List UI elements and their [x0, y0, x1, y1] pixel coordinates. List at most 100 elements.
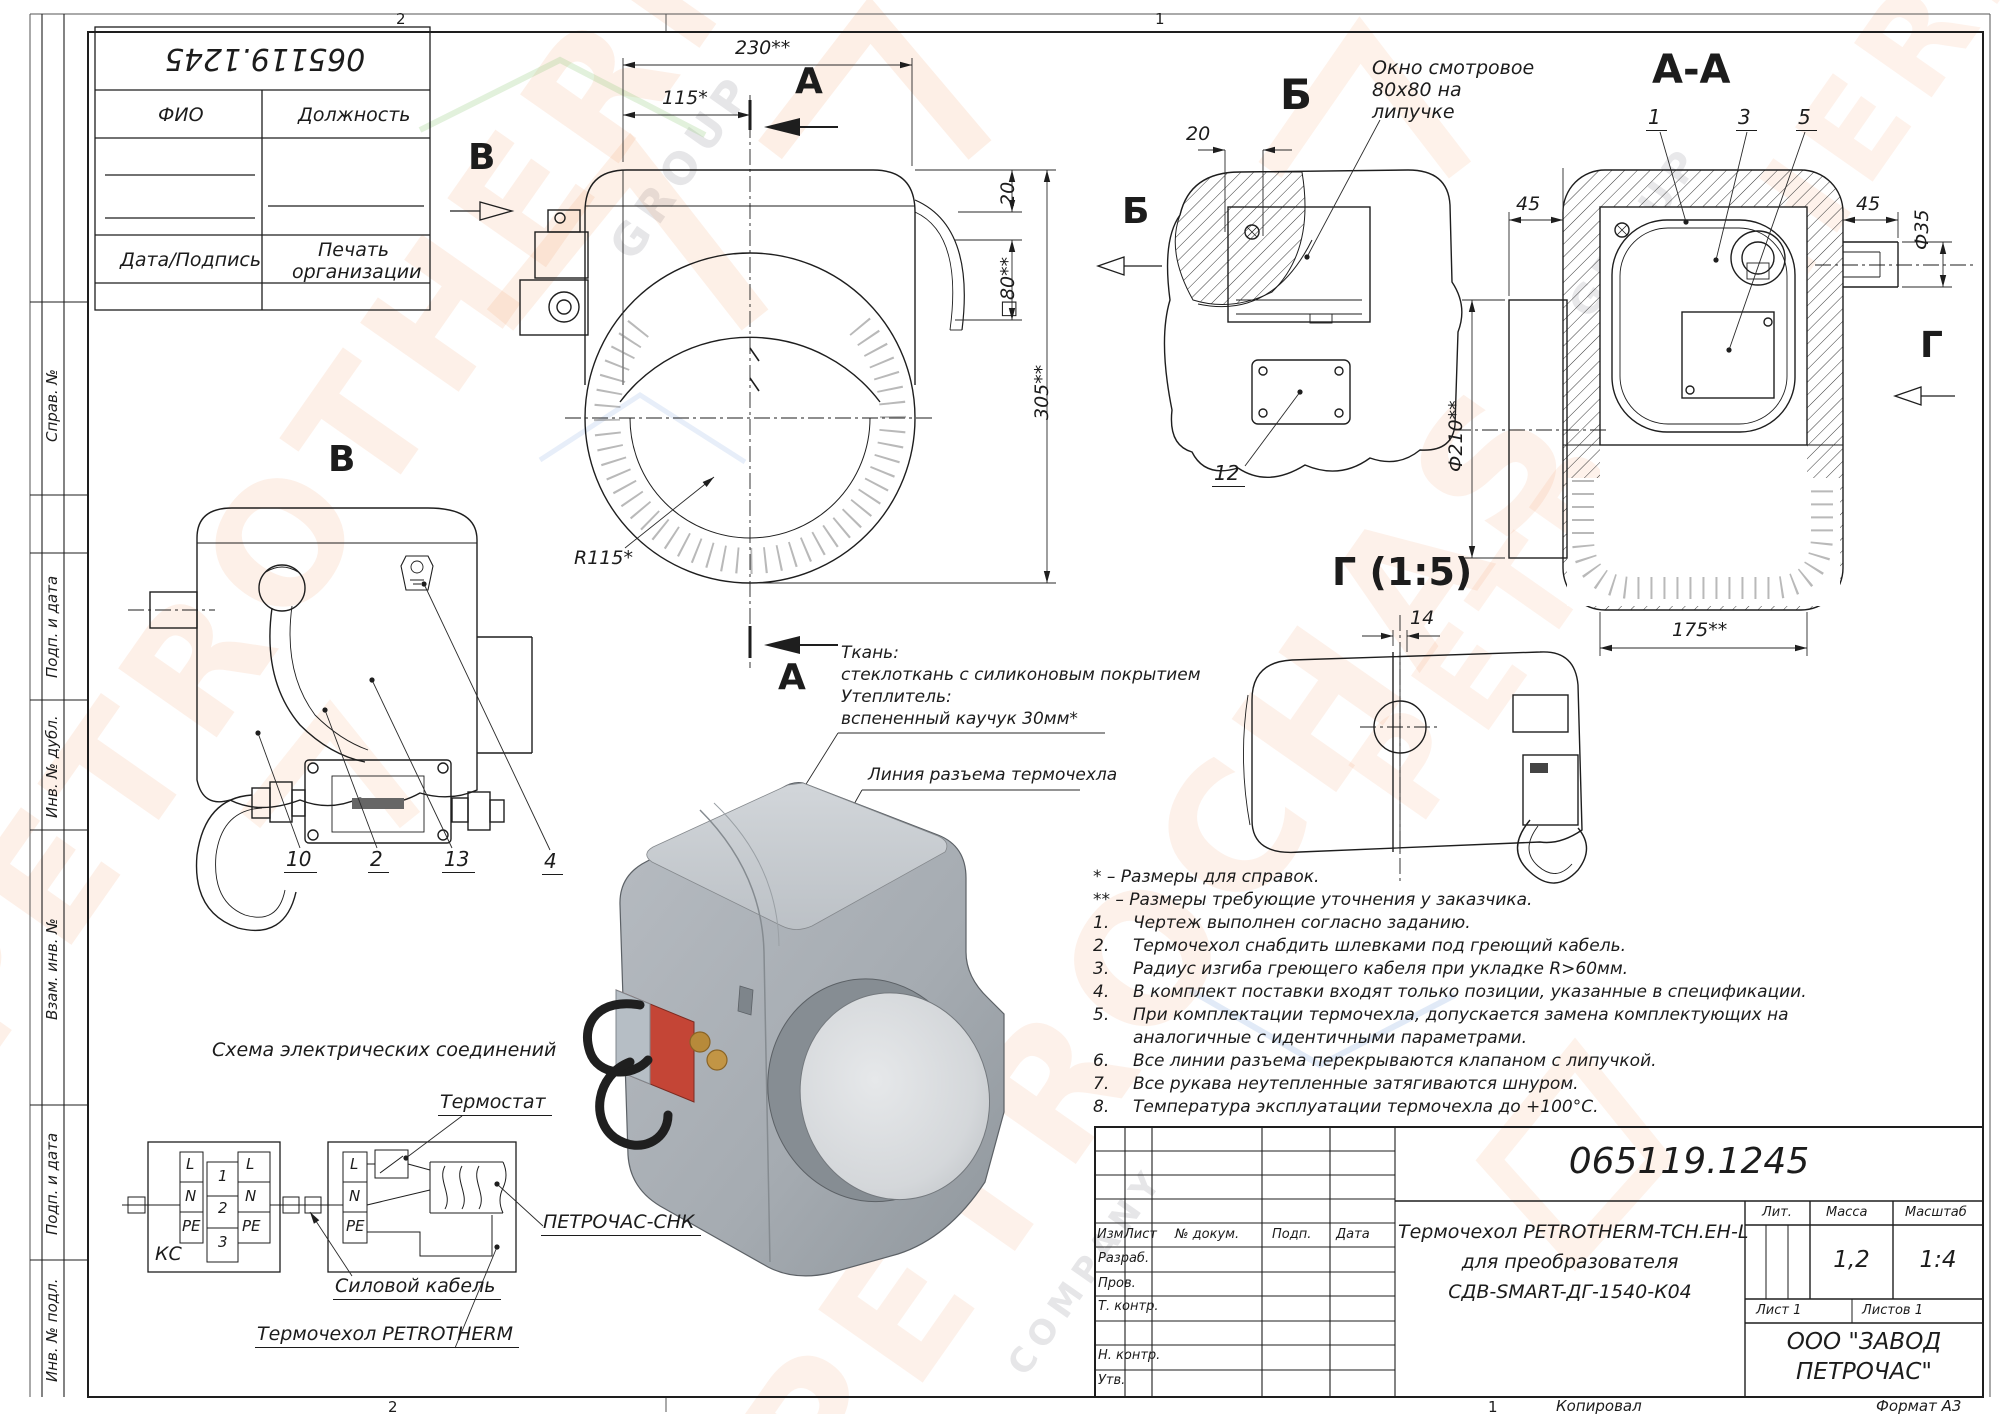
window-callout-1: Окно смотровое — [1372, 57, 1535, 79]
seam-line-note: Линия разъема термочехла — [868, 765, 1118, 785]
pos-5: 5 — [1796, 106, 1817, 131]
window-callout-3: липучке — [1372, 101, 1455, 123]
pos-4: 4 — [542, 850, 563, 875]
note-ref2: ** – Размеры требующие уточнения у заказ… — [1093, 890, 1533, 910]
margin-sprav-no: Справ. № — [43, 369, 61, 442]
fabric-note-4: вспененный каучук 30мм* — [841, 709, 1078, 729]
zone-1-top: 1 — [1155, 10, 1165, 28]
main-section-a-top: А — [795, 61, 823, 102]
pos-2: 2 — [368, 848, 389, 873]
dim-20-view-b: 20 — [1186, 123, 1211, 145]
schema-n-left: N — [185, 1187, 197, 1205]
tb-lit-label: Лит. — [1762, 1205, 1792, 1220]
margin-inv-dubl: Инв. № дубл. — [43, 715, 61, 818]
stamp-seal-label-1: Печать — [318, 239, 390, 261]
view-v-geometry — [128, 507, 533, 932]
dim-d210: Ф210** — [1445, 400, 1467, 472]
margin-vzam-inv: Взам. инв. № — [43, 918, 61, 1020]
note-item: 6.Все линии разъема перекрываются клапан… — [1093, 1051, 1657, 1071]
schema-pe-right: PE — [346, 1217, 365, 1235]
section-aa-title: А-А — [1652, 47, 1731, 93]
schema-power-cable-label: Силовой кабель — [333, 1276, 502, 1300]
margin-podp-data-2: Подп. и дата — [43, 1132, 61, 1235]
note-ref: * – Размеры для справок. — [1093, 867, 1320, 887]
stamp-position-label: Должность — [298, 104, 411, 126]
schema-term-1: 1 — [218, 1167, 228, 1185]
fabric-note-2: стеклоткань с силиконовым покрытием — [841, 665, 1201, 685]
note-item: 4.В комплект поставки входят только пози… — [1093, 982, 1807, 1002]
tb-row-tkontr: Т. контр. — [1098, 1299, 1159, 1314]
main-view-geometry — [450, 95, 965, 668]
schema-n-right: N — [349, 1187, 361, 1205]
zone-2-bottom: 2 — [388, 1398, 398, 1414]
dim-115: 115* — [662, 87, 708, 109]
zone-2-top: 2 — [396, 10, 406, 28]
stamp-seal-label-2: организации — [292, 261, 422, 283]
dim-d35: Ф35 — [1911, 209, 1933, 250]
dim-45-right: 45 — [1856, 193, 1881, 215]
dim-175: 175** — [1672, 619, 1728, 641]
pos-1: 1 — [1646, 106, 1667, 131]
tb-massa-value: 1,2 — [1833, 1247, 1870, 1273]
tb-col-podp: Подп. — [1272, 1227, 1312, 1242]
section-aa-dimensions — [1462, 131, 1952, 656]
tb-name-line-1: Термочехол PETROTHERM-TCH.EH-L — [1398, 1221, 1749, 1243]
view-b-title: Б — [1280, 70, 1313, 119]
approval-stamp-table — [94, 26, 431, 311]
view-b-geometry — [1096, 169, 1463, 478]
tb-row-prov: Пров. — [1098, 1276, 1136, 1291]
tb-name-line-2: для преобразователя — [1461, 1251, 1679, 1273]
schema-cover-label: Термочехол PETROTHERM — [255, 1324, 519, 1348]
window-callout-2: 80х80 на — [1372, 79, 1462, 101]
view-b-dimensions — [1198, 119, 1381, 467]
notes-block: * – Размеры для справок. ** – Размеры тр… — [1093, 866, 1973, 1119]
schema-l-left: L — [186, 1155, 195, 1173]
note-item: 7.Все рукава неутепленные затягиваются ш… — [1093, 1074, 1579, 1094]
tb-company-line-1: ООО "ЗАВОД — [1786, 1329, 1942, 1355]
stamp-date-sign-label: Дата/Подпись — [120, 249, 262, 271]
note-item: 8.Температура эксплуатации термочехла до… — [1093, 1097, 1599, 1117]
schema-kc-label: КС — [155, 1243, 182, 1265]
main-view-letter-v: В — [468, 137, 496, 178]
pos-12: 12 — [1212, 462, 1246, 487]
pos-3: 3 — [1736, 106, 1757, 131]
margin-inv-podl: Инв. № подл. — [43, 1278, 61, 1382]
detail-g-title: Г (1:5) — [1332, 550, 1473, 594]
schema-n-mid: N — [245, 1187, 257, 1205]
note-item: 1.Чертеж выполнен согласно заданию. — [1093, 913, 1471, 933]
tb-massa-label: Масса — [1826, 1205, 1868, 1220]
note-item: 3.Радиус изгиба греющего кабеля при укла… — [1093, 959, 1629, 979]
render-3d — [582, 781, 1005, 1277]
footer-copied: Копировал — [1556, 1397, 1642, 1414]
schema-title: Схема электрических соединений — [212, 1039, 557, 1061]
schema-term-2: 2 — [218, 1199, 228, 1217]
main-section-a-bottom: А — [778, 657, 806, 698]
tb-col-list: Лист — [1124, 1227, 1157, 1242]
view-v-title: В — [328, 439, 356, 480]
dim-r115: R115* — [574, 547, 633, 569]
schema-snk-label: ПЕТРОЧАС-СНК — [541, 1212, 701, 1236]
schema-term-3: 3 — [218, 1233, 228, 1251]
dim-230: 230** — [735, 37, 791, 59]
tb-col-izm: Изм. — [1097, 1227, 1128, 1242]
schema-l-mid: L — [246, 1155, 255, 1173]
schema-pe-left: PE — [182, 1217, 201, 1235]
tb-sheet: Лист 1 — [1756, 1303, 1802, 1318]
margin-podp-data-1: Подп. и дата — [43, 575, 61, 678]
section-aa-geometry — [1455, 169, 1975, 611]
dim-20-main: 20 — [997, 181, 1019, 206]
tb-col-data: Дата — [1336, 1227, 1370, 1242]
dim-80: □80** — [997, 256, 1019, 318]
schema-pe-mid: PE — [242, 1217, 261, 1235]
schema-leaders — [309, 1115, 544, 1349]
tb-doc-number: 065119.1245 — [1568, 1141, 1810, 1182]
tb-name-line-3: СДВ-SMART-ДГ-1540-К04 — [1448, 1281, 1692, 1303]
tb-scale-value: 1:4 — [1919, 1247, 1957, 1273]
view-v-leaders — [255, 581, 551, 851]
tb-row-nkontr: Н. контр. — [1098, 1348, 1161, 1363]
main-view-dimensions — [622, 58, 1056, 584]
tb-row-razrab: Разраб. — [1098, 1251, 1150, 1266]
